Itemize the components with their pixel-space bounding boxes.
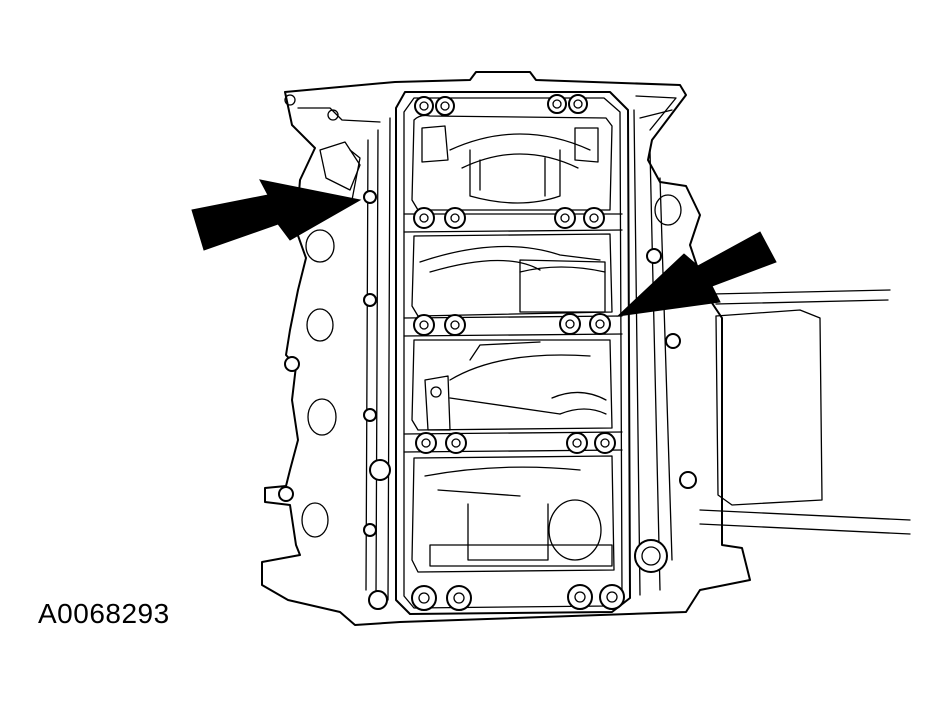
callout-arrow-left bbox=[191, 179, 362, 251]
engine-block-outline bbox=[261, 71, 751, 626]
callout-arrow-right bbox=[616, 231, 777, 317]
core-plugs bbox=[278, 190, 697, 610]
bolt-row-3 bbox=[413, 313, 611, 336]
pan-rail bbox=[699, 289, 911, 535]
bearing-cap-bolts bbox=[411, 94, 625, 611]
right-rail bbox=[633, 109, 673, 596]
left-rail bbox=[319, 117, 391, 601]
crankshaft bbox=[419, 125, 613, 567]
bolt-row-5 bbox=[411, 584, 625, 611]
bearing-cap-ladder bbox=[395, 91, 631, 615]
bolt-row-4 bbox=[415, 432, 616, 454]
figure-id-label: A0068293 bbox=[38, 598, 170, 629]
bolt-row-2 bbox=[413, 207, 605, 229]
bolt-row-1 bbox=[414, 94, 588, 116]
